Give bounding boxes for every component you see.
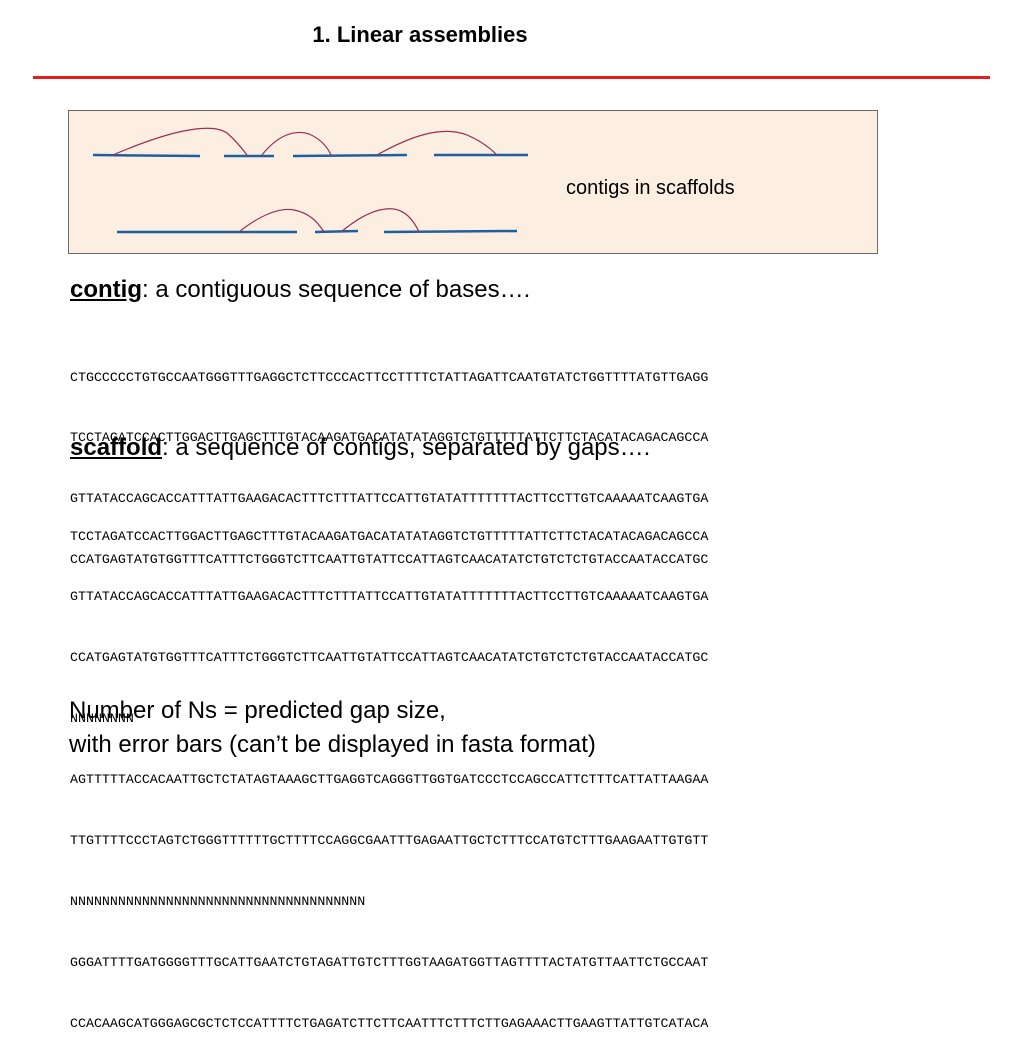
sequence-line: GGGATTTTGATGGGGTTTGCATTGAATCTGTAGATTGTCT… <box>70 954 709 970</box>
scaffold-definition-text: : a sequence of contigs, separated by ga… <box>162 434 651 461</box>
sequence-line: CCATGAGTATGTGGTTTCATTTCTGGGTCTTCAATTGTAT… <box>70 650 709 666</box>
contig-lines-row-1 <box>92 153 528 158</box>
scaffold-definition: scaffold: a sequence of contigs, separat… <box>70 434 650 462</box>
contig-line <box>292 153 408 158</box>
scaffold-diagram-svg <box>92 127 528 234</box>
sequence-line: CTGCCCCCTGTGCCAATGGGTTTGAGGCTCTTCCCACTTC… <box>70 369 709 385</box>
sequence-line: CCACAAGCATGGGAGCGCTCTCCATTTTCTGAGATCTTCT… <box>70 1015 709 1031</box>
scaffold-term: scaffold <box>70 434 163 461</box>
gap-size-note: Number of Ns = predicted gap size, with … <box>69 694 596 762</box>
link-arc <box>340 208 420 233</box>
contig-line <box>383 229 518 234</box>
mate-pair-arcs-row-2 <box>238 208 420 233</box>
sequence-line: AGTTTTTACCACAATTGCTCTATAGTAAAGCTTGAGGTCA… <box>70 772 709 788</box>
link-arc <box>238 208 325 233</box>
slide-title: 1. Linear assemblies <box>312 22 528 47</box>
contigs-scaffolds-diagram: contigs in scaffolds <box>68 110 878 254</box>
sequence-line: CCATGAGTATGTGGTTTCATTTCTGGGTCTTCAATTGTAT… <box>70 552 709 568</box>
sequence-line: TCCTAGATCCACTTGGACTTGAGCTTTGTACAAGATGACA… <box>70 430 709 446</box>
sequence-line: GTTATACCAGCACCATTTATTGAAGACACTTTCTTTATTC… <box>70 589 709 605</box>
sequence-line: TTGTTTTCCCTAGTCTGGGTTTTTTGCTTTTCCAGGCGAA… <box>70 833 709 849</box>
sequence-line: TCCTAGATCCACTTGGACTTGAGCTTTGTACAAGATGACA… <box>70 528 709 544</box>
scaffold-sequence: TCCTAGATCCACTTGGACTTGAGCTTTGTACAAGATGACA… <box>70 486 708 1054</box>
diagram-caption: contigs in scaffolds <box>566 177 735 199</box>
gap-line: NNNNNNNN <box>70 711 134 727</box>
contig-lines-row-2 <box>117 229 518 234</box>
sequence-line: GTTATACCAGCACCATTTATTGAAGACACTTTCTTTATTC… <box>70 491 709 507</box>
contig-line <box>92 153 201 158</box>
title-divider <box>33 76 990 79</box>
contig-term: contig <box>70 276 142 303</box>
mate-pair-arcs-row-1 <box>112 127 498 156</box>
contig-definition-text: : a contiguous sequence of bases…. <box>142 276 531 303</box>
contig-definition: contig: a contiguous sequence of bases…. <box>70 276 530 304</box>
contig-sequence: CTGCCCCCTGTGCCAATGGGTTTGAGGCTCTTCCCACTTC… <box>70 327 708 591</box>
link-arc <box>112 127 248 156</box>
link-arc <box>376 130 498 156</box>
gap-size-note-line-2: with error bars (can’t be displayed in f… <box>69 731 596 758</box>
gap-line: NNNNNNNNNNNNNNNNNNNNNNNNNNNNNNNNNNNNN <box>70 893 366 909</box>
link-arc <box>261 131 332 156</box>
contig-line <box>314 229 359 234</box>
gap-size-note-line-1: Number of Ns = predicted gap size, <box>69 697 446 724</box>
